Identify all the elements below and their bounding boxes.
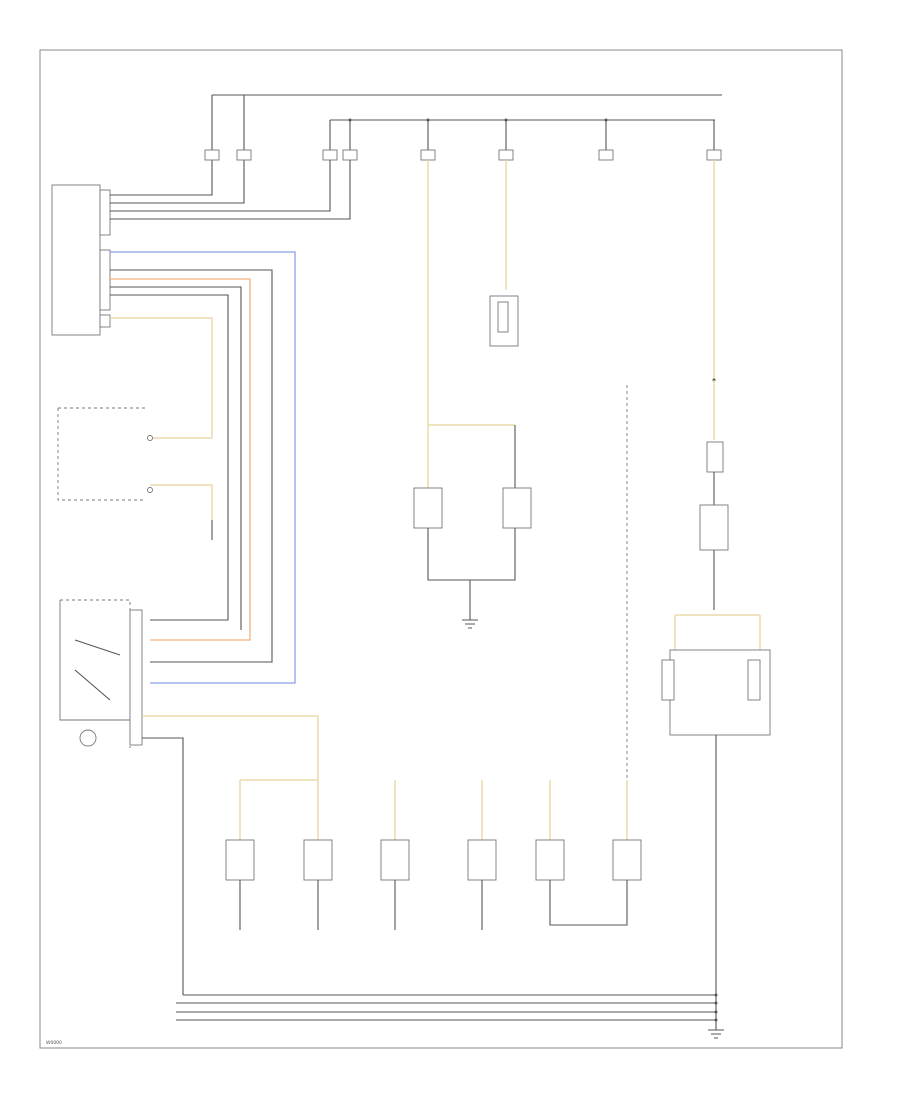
- power-bus-top: [211, 94, 722, 185]
- dashed-switch-group: [57, 407, 213, 540]
- bcm-wires: [110, 160, 351, 684]
- bottom-switch-row: [225, 779, 642, 930]
- fuse-terminals: [204, 149, 722, 161]
- right-branch: [661, 160, 771, 995]
- diagram-frame: [39, 49, 843, 1049]
- figure-code: W0000: [46, 1040, 62, 1046]
- ground-bus: [176, 993, 724, 1039]
- body-control-module: [51, 184, 111, 336]
- center-branch: [413, 160, 532, 629]
- lower-left-switch: [59, 599, 319, 995]
